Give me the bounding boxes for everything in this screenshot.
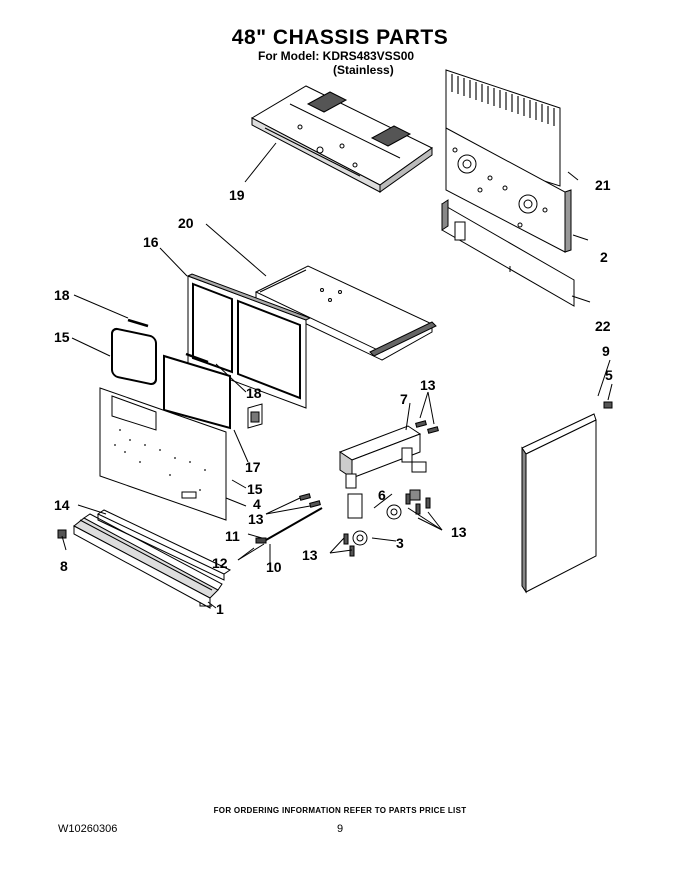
callout-6: 6 xyxy=(378,487,386,503)
gasket-strips xyxy=(127,318,209,364)
callout-9: 9 xyxy=(602,343,610,359)
window-glass-small xyxy=(111,327,157,386)
page-title: 48" CHASSIS PARTS xyxy=(231,26,449,49)
side-panel xyxy=(521,413,597,594)
callout-10: 10 xyxy=(266,559,282,575)
callout-15b: 15 xyxy=(247,481,263,497)
finish-label: (Stainless) xyxy=(333,63,394,77)
callout-19: 19 xyxy=(229,187,245,203)
callout-14: 14 xyxy=(54,497,70,513)
lower-rear-panel xyxy=(441,199,575,307)
callout-11: 11 xyxy=(225,528,240,544)
window-glass-large xyxy=(163,354,231,430)
callout-7: 7 xyxy=(400,391,408,407)
callout-13c: 13 xyxy=(451,524,467,540)
callout-22: 22 xyxy=(595,318,611,334)
callout-2: 2 xyxy=(600,249,608,265)
page-number: 9 xyxy=(337,823,344,835)
callout-13b: 13 xyxy=(248,511,264,527)
screws xyxy=(57,401,613,557)
callout-12: 12 xyxy=(212,555,228,571)
callout-13a: 13 xyxy=(420,377,436,393)
callout-4: 4 xyxy=(253,496,261,512)
small-bracket xyxy=(247,403,263,429)
callout-15a: 15 xyxy=(54,329,70,345)
document-number: W10260306 xyxy=(58,823,118,835)
model-line: For Model: KDRS483VSS00 xyxy=(258,49,415,63)
chassis-top-panel xyxy=(250,85,433,193)
callout-labels: 19 21 2 22 20 16 18 15 18 17 15 4 7 13 9… xyxy=(54,177,613,617)
callout-20: 20 xyxy=(178,215,194,231)
ordering-note: FOR ORDERING INFORMATION REFER TO PARTS … xyxy=(213,806,467,815)
leader-lines xyxy=(61,142,613,609)
callout-8: 8 xyxy=(60,558,68,574)
callout-3: 3 xyxy=(396,535,404,551)
rod xyxy=(255,507,323,544)
callout-18b: 18 xyxy=(246,385,262,401)
inner-panel xyxy=(99,387,227,521)
rear-panel xyxy=(445,127,572,253)
callout-13d: 13 xyxy=(302,547,318,563)
callout-21: 21 xyxy=(595,177,611,193)
front-trim xyxy=(96,509,232,581)
support-bracket xyxy=(338,425,427,519)
callout-1: 1 xyxy=(216,601,224,617)
callout-17: 17 xyxy=(245,459,261,475)
callout-5: 5 xyxy=(605,367,613,383)
callout-18a: 18 xyxy=(54,287,70,303)
front-kickplate xyxy=(73,513,223,609)
chassis-tray xyxy=(254,265,437,361)
callout-16: 16 xyxy=(143,234,159,250)
